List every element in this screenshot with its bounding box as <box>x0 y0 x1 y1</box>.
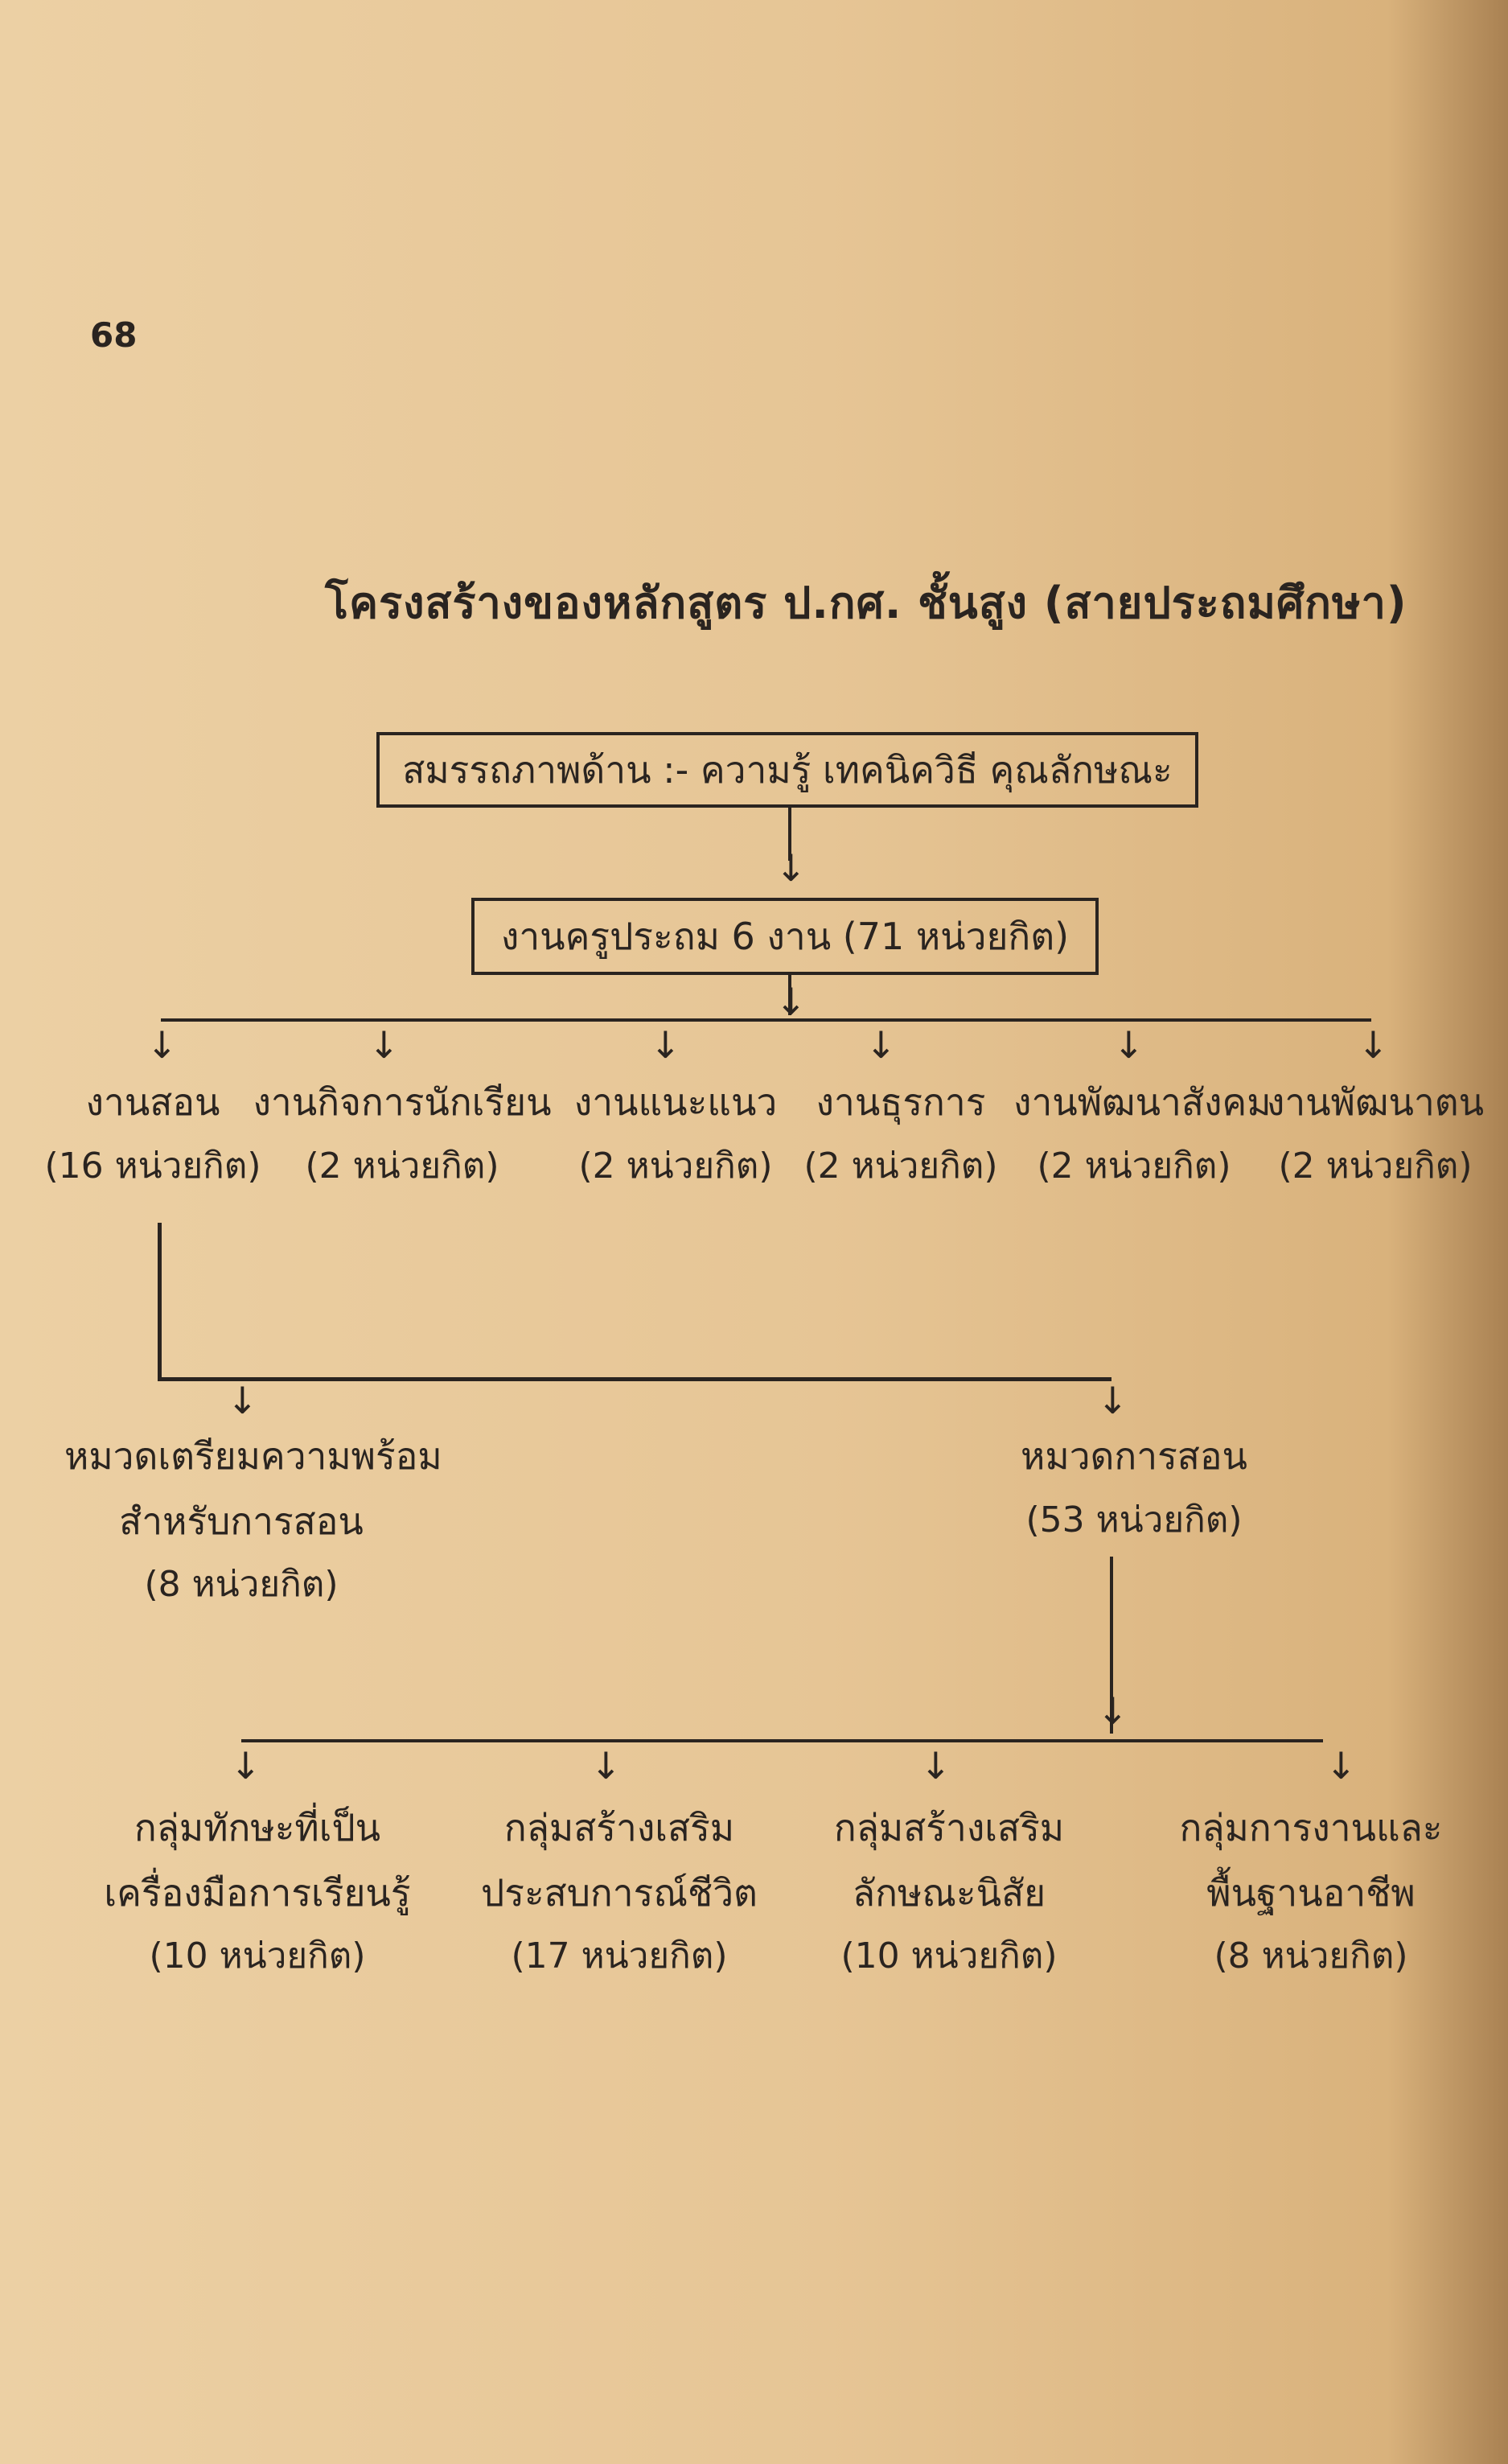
work-credits: (2 หน่วยกิต) <box>1037 1145 1231 1187</box>
work-name: งานแนะแนว <box>573 1080 778 1124</box>
arrow-icon: ↓ <box>590 1744 622 1787</box>
arrow-icon: ↓ <box>650 1023 681 1067</box>
group-work-occupation: กลุ่มการงานและ พื้นฐานอาชีพ (8 หน่วยกิต) <box>1158 1796 1464 1987</box>
arrow-icon: ↓ <box>1358 1023 1389 1067</box>
diagram-title: โครงสร้างของหลักสูตร ป.กศ. ชั้นสูง (สายป… <box>325 578 1407 628</box>
category-credits: (53 หน่วยกิต) <box>1025 1499 1243 1541</box>
arrow-icon: ↓ <box>775 846 807 890</box>
connector-line <box>788 975 791 1015</box>
work-social-development: งานพัฒนาสังคม (2 หน่วยกิต) <box>1013 1070 1272 1197</box>
work-credits: (2 หน่วยกิต) <box>803 1145 998 1187</box>
group-credits: (17 หน่วยกิต) <box>511 1935 728 1977</box>
work-self-development: งานพัฒนาตน (2 หน่วยกิต) <box>1263 1070 1488 1197</box>
arrow-icon: ↓ <box>1325 1744 1357 1787</box>
group-credits: (8 หน่วยกิต) <box>1214 1935 1408 1977</box>
work-administration: งานธุรการ (2 หน่วยกิต) <box>796 1070 1005 1197</box>
work-credits: (2 หน่วยกิต) <box>578 1145 773 1187</box>
arrow-icon: ↓ <box>775 980 807 1023</box>
group-line1: กลุ่มสร้างเสริม <box>503 1806 735 1849</box>
competency-text: สมรรถภาพด้าน :- ความรู้ เทคนิควิธี คุณลั… <box>402 747 1173 792</box>
group-line1: กลุ่มทักษะที่เป็น <box>134 1806 381 1849</box>
page-number: 68 <box>90 315 138 355</box>
group-life-experience: กลุ่มสร้างเสริม ประสบการณ์ชีวิต (17 หน่ว… <box>458 1796 780 1987</box>
work-credits: (2 หน่วยกิต) <box>1278 1145 1473 1187</box>
group-credits: (10 หน่วยกิต) <box>840 1935 1058 1977</box>
arrow-icon: ↓ <box>865 1023 897 1067</box>
arrow-icon: ↓ <box>920 1744 951 1787</box>
group-line2: ลักษณะนิสัย <box>852 1870 1046 1915</box>
work-credits: (16 หน่วยกิต) <box>44 1145 261 1187</box>
arrow-icon: ↓ <box>146 1023 178 1067</box>
groups-bar-line <box>241 1739 1323 1742</box>
category-credits: (8 หน่วยกิต) <box>144 1564 339 1605</box>
group-learning-tools: กลุ่มทักษะที่เป็น เครื่องมือการเรียนรู้ … <box>80 1796 434 1987</box>
group-line1: กลุ่มสร้างเสริม <box>833 1806 1065 1849</box>
connector-line <box>788 808 791 861</box>
arrow-icon: ↓ <box>230 1744 261 1787</box>
work-name: งานกิจการนักเรียน <box>253 1080 552 1124</box>
connector-line <box>158 1223 162 1380</box>
connector-line <box>158 1377 1111 1381</box>
group-line2: พื้นฐานอาชีพ <box>1206 1870 1416 1915</box>
arrow-icon: ↓ <box>227 1379 258 1422</box>
category-teaching: หมวดการสอน (53 หน่วยกิต) <box>989 1424 1279 1551</box>
work-teaching: งานสอน (16 หน่วยกิต) <box>32 1070 273 1197</box>
group-character: กลุ่มสร้างเสริม ลักษณะนิสัย (10 หน่วยกิต… <box>804 1796 1094 1987</box>
work-credits: (2 หน่วยกิต) <box>305 1145 499 1187</box>
work-box: งานครูประถม 6 งาน (71 หน่วยกิต) <box>471 898 1099 975</box>
arrow-icon: ↓ <box>1113 1023 1144 1067</box>
category-line1: หมวดเตรียมความพร้อม <box>64 1434 442 1478</box>
work-guidance: งานแนะแนว (2 หน่วยกิต) <box>563 1070 788 1197</box>
category-line2: สำหรับการสอน <box>119 1499 364 1543</box>
category-line1: หมวดการสอน <box>1021 1434 1247 1478</box>
group-line2: เครื่องมือการเรียนรู้ <box>104 1870 411 1915</box>
work-name: งานพัฒนาตน <box>1266 1080 1485 1124</box>
category-readiness: หมวดเตรียมความพร้อม สำหรับการสอน (8 หน่ว… <box>64 1424 442 1615</box>
arrow-icon: ↓ <box>1097 1689 1128 1733</box>
connector-line <box>1110 1557 1113 1734</box>
competency-box: สมรรถภาพด้าน :- ความรู้ เทคนิควิธี คุณลั… <box>376 732 1198 808</box>
work-name: งานพัฒนาสังคม <box>1013 1080 1272 1124</box>
arrow-icon: ↓ <box>1097 1379 1128 1422</box>
group-credits: (10 หน่วยกิต) <box>149 1935 366 1977</box>
work-name: งานสอน <box>85 1080 220 1124</box>
group-line2: ประสบการณ์ชีวิต <box>481 1870 758 1915</box>
work-name: งานธุรการ <box>816 1080 986 1124</box>
work-box-text: งานครูประถม 6 งาน (71 หน่วยกิต) <box>500 914 1070 958</box>
work-student-affairs: งานกิจการนักเรียน (2 หน่วยกิต) <box>249 1070 555 1197</box>
group-line1: กลุ่มการงานและ <box>1179 1806 1443 1849</box>
arrow-icon: ↓ <box>368 1023 400 1067</box>
works-bar-line <box>161 1018 1371 1022</box>
